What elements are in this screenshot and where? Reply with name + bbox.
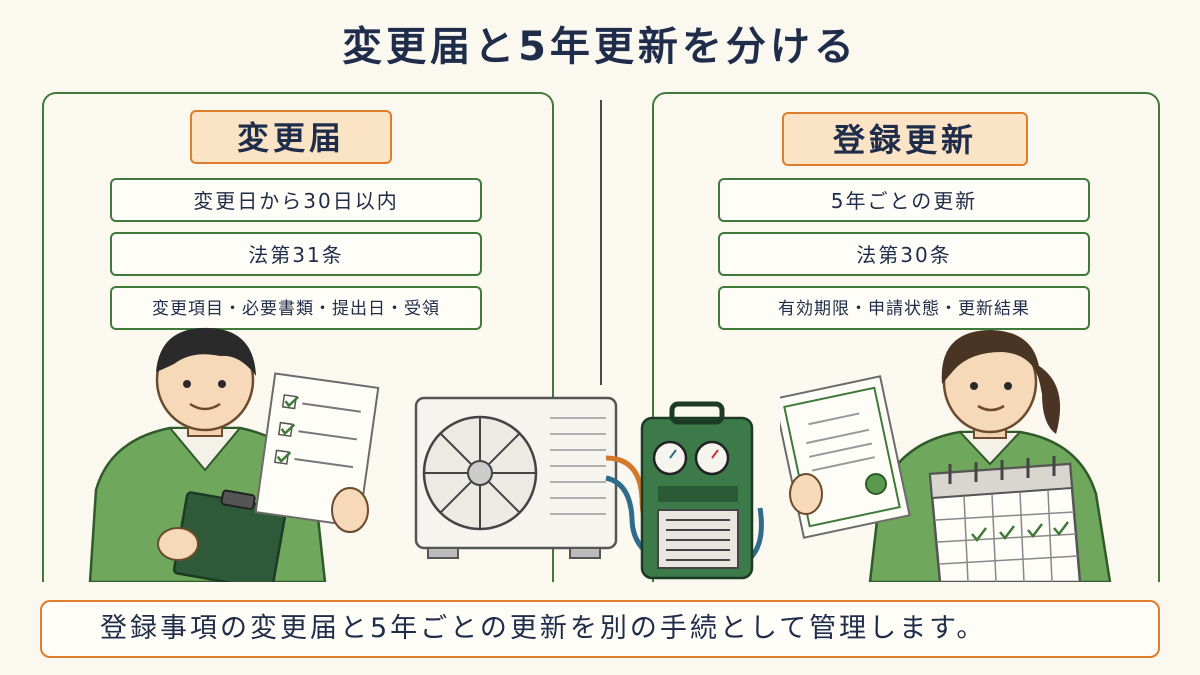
technician-with-checklist-illustration (88, 327, 380, 582)
center-divider (600, 100, 602, 385)
renewal-fields: 有効期限・申請状態・更新結果 (718, 286, 1090, 330)
change-notice-heading: 変更届 (190, 110, 392, 164)
renewal-law: 法第30条 (718, 232, 1090, 276)
renewal-panel (652, 92, 1160, 582)
renewal-cycle: 5年ごとの更新 (718, 178, 1090, 222)
technician-with-certificate-illustration (780, 330, 1112, 582)
calendar-icon (928, 456, 1082, 582)
renewal-heading: 登録更新 (782, 112, 1028, 166)
air-conditioner-outdoor-unit (414, 396, 618, 559)
refrigerant-recovery-machine (640, 401, 754, 580)
page-title: 変更届と5年更新を分ける (342, 24, 858, 70)
certificate-icon (780, 375, 911, 539)
change-notice-panel (42, 92, 554, 582)
change-notice-deadline: 変更日から30日以内 (110, 178, 482, 222)
change-notice-fields: 変更項目・必要書類・提出日・受領 (110, 286, 482, 330)
summary-footer: 登録事項の変更届と5年ごとの更新を別の手続として管理します。 (40, 600, 1160, 658)
change-notice-law: 法第31条 (110, 232, 482, 276)
air-conditioner-and-recovery-machine-illustration (414, 396, 764, 580)
